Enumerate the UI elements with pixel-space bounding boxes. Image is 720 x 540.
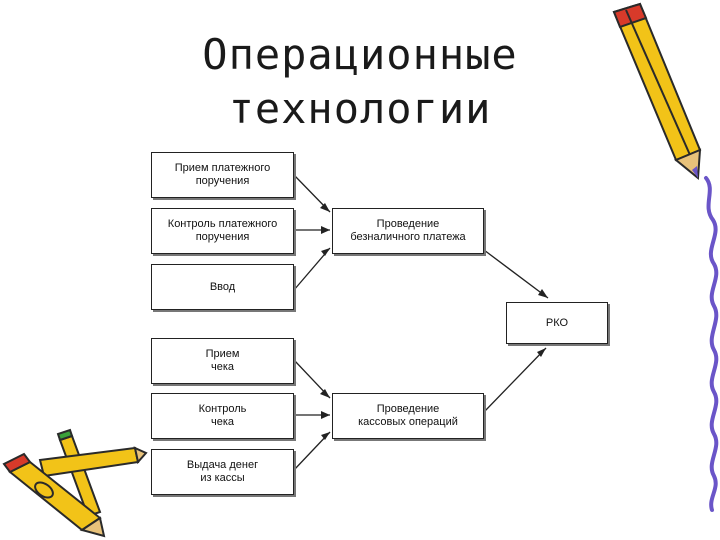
title-line-1: Операционные <box>202 30 518 79</box>
box-verify-check: Контроль чека <box>151 393 294 439</box>
ribbon-icon <box>704 176 719 512</box>
box-rko: РКО <box>506 302 608 344</box>
box-receive-payment-order: Прием платежного поручения <box>151 152 294 198</box>
box-check-payment-order: Контроль платежного поручения <box>151 208 294 254</box>
box-receive-check: Прием чека <box>151 338 294 384</box>
box-input: Ввод <box>151 264 294 310</box>
box-cash-withdrawal: Выдача денег из кассы <box>151 449 294 495</box>
title-line-2: технологии <box>228 84 492 133</box>
arrow-heads <box>320 203 548 440</box>
pencils-bottom-left-icon <box>2 428 148 538</box>
pencil-top-right-icon <box>612 2 702 180</box>
box-cash-operations: Проведение кассовых операций <box>332 393 484 439</box>
slide-title: Операционные технологии <box>150 28 570 136</box>
box-noncash-payment: Проведение безналичного платежа <box>332 208 484 254</box>
